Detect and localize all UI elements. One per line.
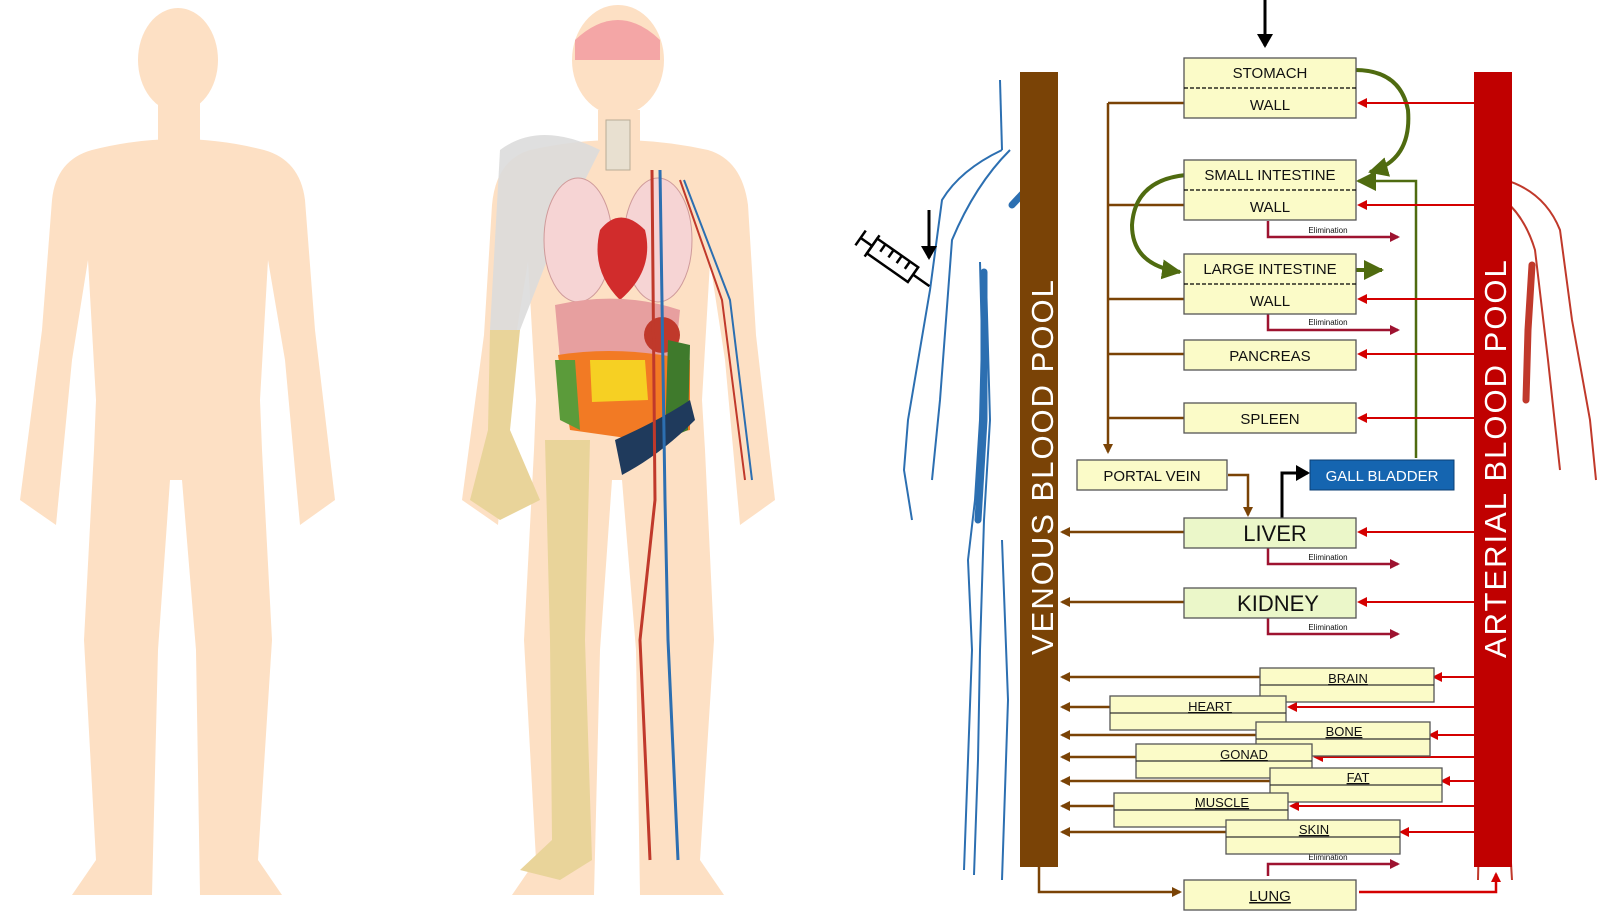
small-intestine-compartment: SMALL INTESTINE WALL [1184, 160, 1356, 220]
skin-compartment: SKIN [1226, 820, 1400, 854]
pancreas-compartment: PANCREAS [1184, 340, 1356, 370]
portal-vein-label: PORTAL VEIN [1103, 468, 1200, 485]
spleen-compartment: SPLEEN [1184, 403, 1356, 433]
kidney-compartment: KIDNEY [1184, 588, 1356, 618]
fat-compartment: FAT [1270, 768, 1442, 802]
liver-compartment: LIVER [1184, 518, 1356, 548]
small-intestine-label: SMALL INTESTINE [1204, 167, 1335, 184]
bone-label: BONE [1326, 724, 1363, 739]
elimination-label-liver: Elimination [1308, 553, 1347, 562]
spleen-label: SPLEEN [1240, 411, 1299, 428]
lung-label: LUNG [1249, 888, 1291, 905]
elimination-label-small-intestine: Elimination [1308, 226, 1347, 235]
lung-to-arterial-line [1359, 874, 1496, 892]
bile-duct-line [1358, 181, 1416, 458]
kidney-label: KIDNEY [1237, 591, 1319, 616]
stomach-label: STOMACH [1233, 65, 1308, 82]
fat-label: FAT [1347, 770, 1370, 785]
pancreas-label: PANCREAS [1229, 348, 1310, 365]
skin-label: SKIN [1299, 822, 1329, 837]
stomach-wall-label: WALL [1250, 97, 1290, 114]
portal-vein-compartment: PORTAL VEIN [1077, 460, 1227, 490]
arterial-body-aorta [1526, 265, 1532, 400]
large-intestine-compartment: LARGE INTESTINE WALL [1184, 254, 1356, 314]
venous-return-lines [1062, 532, 1270, 832]
body-anatomy-figure [462, 5, 775, 895]
elimination-label-large-intestine: Elimination [1308, 318, 1347, 327]
venous-to-lung-line [1039, 867, 1180, 892]
lung-compartment: LUNG [1184, 880, 1356, 910]
large-intestine-wall-label: WALL [1250, 293, 1290, 310]
gall-bladder-label: GALL BLADDER [1326, 468, 1439, 485]
small-intestine-wall-label: WALL [1250, 199, 1290, 216]
gonad-label: GONAD [1220, 747, 1268, 762]
arterial-blood-pool-label: ARTERIAL BLOOD POOL [1478, 258, 1513, 658]
venous-blood-pool-label: VENOUS BLOOD POOL [1025, 278, 1060, 655]
venous-body-outline [904, 80, 1010, 880]
gall-bladder-compartment: GALL BLADDER [1310, 460, 1454, 490]
large-intestine-label: LARGE INTESTINE [1203, 261, 1336, 278]
body-silhouette-plain [20, 8, 335, 895]
muscle-label: MUSCLE [1195, 795, 1250, 810]
syringe-icon [853, 227, 937, 296]
heart-label: HEART [1188, 699, 1232, 714]
liver-to-gallbladder-line [1282, 473, 1308, 518]
brain-label: BRAIN [1328, 671, 1368, 686]
stomach-compartment: STOMACH WALL [1184, 58, 1356, 118]
liver-label: LIVER [1243, 521, 1307, 546]
elimination-label-kidney: Elimination [1308, 623, 1347, 632]
